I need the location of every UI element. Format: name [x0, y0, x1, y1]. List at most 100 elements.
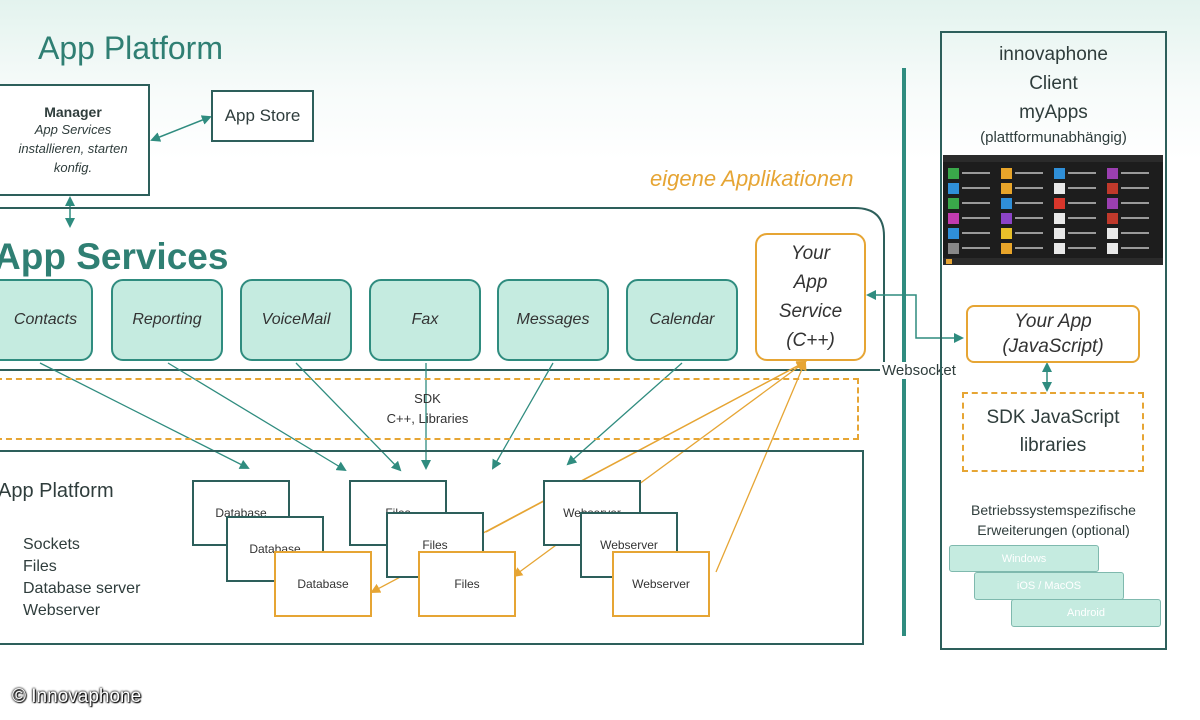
- manager-line2: installieren, starten: [18, 140, 128, 156]
- myapps-tile: [1001, 166, 1049, 180]
- app-platform-box: [0, 450, 864, 645]
- myapps-titlebar: [943, 155, 1163, 162]
- service-calendar: Calendar: [626, 279, 738, 361]
- tile-label-bar: [1068, 247, 1096, 249]
- app-tile-icon: [948, 212, 959, 224]
- tile-label-bar: [1015, 172, 1043, 174]
- webserver-card-3: Webserver: [612, 551, 710, 617]
- myapps-tile: [1107, 181, 1155, 195]
- myapps-tile: [1001, 241, 1049, 255]
- platform-item-webserver: Webserver: [23, 602, 101, 619]
- tile-label-bar: [1068, 202, 1096, 204]
- myapps-tile: [1107, 196, 1155, 210]
- service-fax: Fax: [369, 279, 481, 361]
- app-tile-icon: [1054, 227, 1065, 239]
- manager-line3: konfig.: [53, 159, 93, 175]
- app-tile-icon: [948, 197, 959, 209]
- myapps-tile: [1054, 241, 1102, 255]
- tile-label-bar: [1121, 232, 1149, 234]
- service-messages: Messages: [497, 279, 609, 361]
- tile-label-bar: [1121, 217, 1149, 219]
- websocket-label: Websocket: [880, 362, 958, 379]
- tile-label-bar: [962, 202, 990, 204]
- os-android: Android: [1011, 599, 1161, 627]
- eigene-applikationen-label: eigene Applikationen: [650, 166, 854, 191]
- client-panel: [940, 31, 1167, 650]
- app-tile-icon: [1001, 197, 1012, 209]
- tile-label-bar: [1015, 232, 1043, 234]
- files-card-3: Files: [418, 551, 516, 617]
- os-ios-macos: iOS / MacOS: [974, 572, 1124, 600]
- app-tile-icon: [1054, 242, 1065, 254]
- os-extensions-line1: Betriebssystemspezifische: [971, 502, 1136, 518]
- app-tile-icon: [1107, 182, 1118, 194]
- tile-label-bar: [1015, 187, 1043, 189]
- myapps-tile: [1001, 196, 1049, 210]
- tile-label-bar: [1068, 172, 1096, 174]
- myapps-tile: [1054, 211, 1102, 225]
- arrow-manager-appstore: [150, 115, 212, 142]
- tile-label-bar: [962, 187, 990, 189]
- tile-label-bar: [1121, 172, 1149, 174]
- app-tile-icon: [948, 242, 959, 254]
- app-tile-icon: [1054, 182, 1065, 194]
- client-line2: Client: [1029, 73, 1078, 94]
- tile-label-bar: [962, 232, 990, 234]
- your-service-line3: Service: [778, 301, 843, 322]
- your-service-line1: Your: [790, 243, 831, 264]
- myapps-tile: [948, 166, 996, 180]
- app-store-box: App Store: [211, 90, 314, 142]
- myapps-tile: [1001, 226, 1049, 240]
- os-extensions-label: Betriebssystemspezifische Erweiterungen …: [942, 500, 1165, 540]
- sdk-js-line2: libraries: [1019, 435, 1087, 456]
- app-tile-icon: [1107, 212, 1118, 224]
- sdk-js-line1: SDK JavaScript: [986, 407, 1120, 428]
- myapps-tile: [1054, 181, 1102, 195]
- app-tile-icon: [1107, 197, 1118, 209]
- copyright-label: © Innovaphone: [12, 686, 142, 707]
- your-app-service-box: Your App Service (C++): [755, 233, 866, 361]
- your-app-js-box: Your App (JavaScript): [966, 305, 1140, 363]
- your-service-line4: (C++): [786, 330, 835, 351]
- database-card-3: Database: [274, 551, 372, 617]
- myapps-tile: [1107, 166, 1155, 180]
- tile-label-bar: [1068, 187, 1096, 189]
- app-tile-icon: [1107, 242, 1118, 254]
- myapps-tile: [1054, 226, 1102, 240]
- myapps-tile: [948, 211, 996, 225]
- tile-label-bar: [1015, 217, 1043, 219]
- myapps-tile: [1054, 166, 1102, 180]
- tile-label-bar: [1121, 247, 1149, 249]
- platform-item-files: Files: [23, 558, 57, 575]
- app-tile-icon: [1054, 212, 1065, 224]
- sdk-js-box: SDK JavaScript libraries: [962, 392, 1144, 472]
- myapps-tile: [1107, 211, 1155, 225]
- app-tile-icon: [948, 227, 959, 239]
- page-title: App Platform: [38, 30, 223, 66]
- client-line3: myApps: [1019, 102, 1088, 123]
- myapps-status-icon: [946, 259, 952, 264]
- app-tile-icon: [1107, 167, 1118, 179]
- myapps-tile: [948, 241, 996, 255]
- myapps-tile: [1107, 226, 1155, 240]
- sdk-cpp-line2: C++, Libraries: [386, 411, 469, 426]
- service-voicemail: VoiceMail: [240, 279, 352, 361]
- app-tile-icon: [948, 182, 959, 194]
- app-tile-icon: [1001, 182, 1012, 194]
- app-tile-icon: [1107, 227, 1118, 239]
- app-tile-icon: [1001, 242, 1012, 254]
- tile-label-bar: [1121, 187, 1149, 189]
- app-services-title: App Services: [0, 236, 229, 277]
- manager-box: Manager App Services installieren, start…: [0, 84, 150, 196]
- platform-feature-list: Sockets Files Database server Webserver: [23, 534, 140, 622]
- tile-label-bar: [962, 247, 990, 249]
- manager-line1: App Services: [34, 121, 112, 137]
- myapps-tile: [1107, 241, 1155, 255]
- tile-label-bar: [962, 172, 990, 174]
- app-tile-icon: [1001, 167, 1012, 179]
- app-tile-icon: [1054, 167, 1065, 179]
- your-service-line2: App: [793, 272, 828, 293]
- os-extensions-line2: Erweiterungen (optional): [977, 522, 1130, 538]
- myapps-tile: [948, 181, 996, 195]
- client-line4: (plattformunabhängig): [980, 129, 1127, 146]
